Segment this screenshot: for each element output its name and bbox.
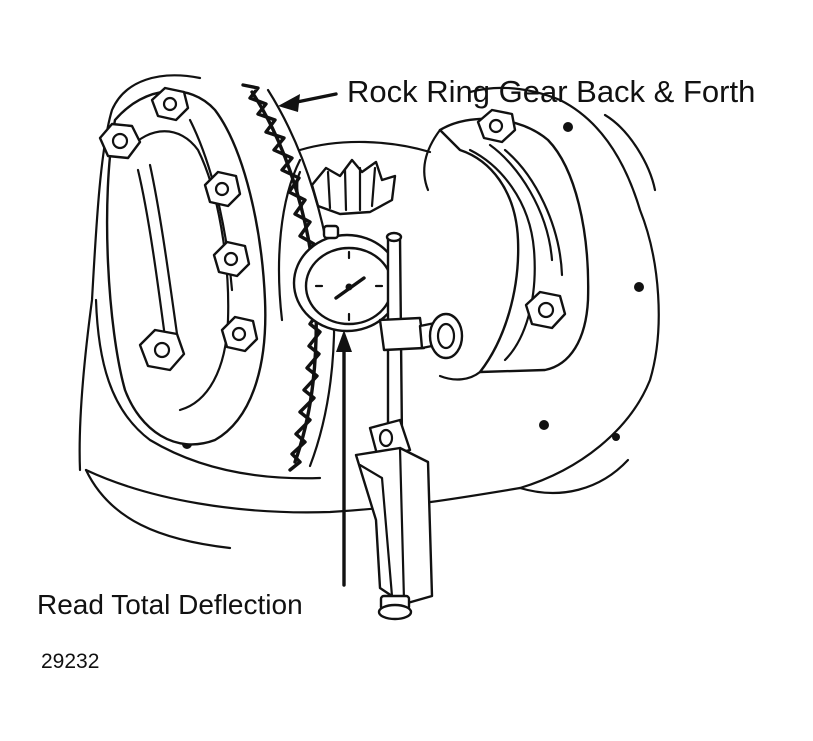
callout-arrow-rock bbox=[278, 92, 338, 112]
callout-label-read-deflection: Read Total Deflection bbox=[37, 589, 303, 620]
figure-number: 29232 bbox=[41, 650, 100, 673]
pinion-gears bbox=[296, 158, 397, 216]
right-bearing-cap bbox=[423, 108, 590, 381]
dial-indicator-stand bbox=[354, 231, 464, 621]
dial-indicator bbox=[292, 224, 402, 333]
callout-arrow-read bbox=[336, 330, 352, 587]
differential-housing bbox=[78, 74, 660, 550]
bolt-heads-left bbox=[98, 86, 259, 372]
callout-label-rock-ring-gear: Rock Ring Gear Back & Forth bbox=[347, 74, 756, 109]
